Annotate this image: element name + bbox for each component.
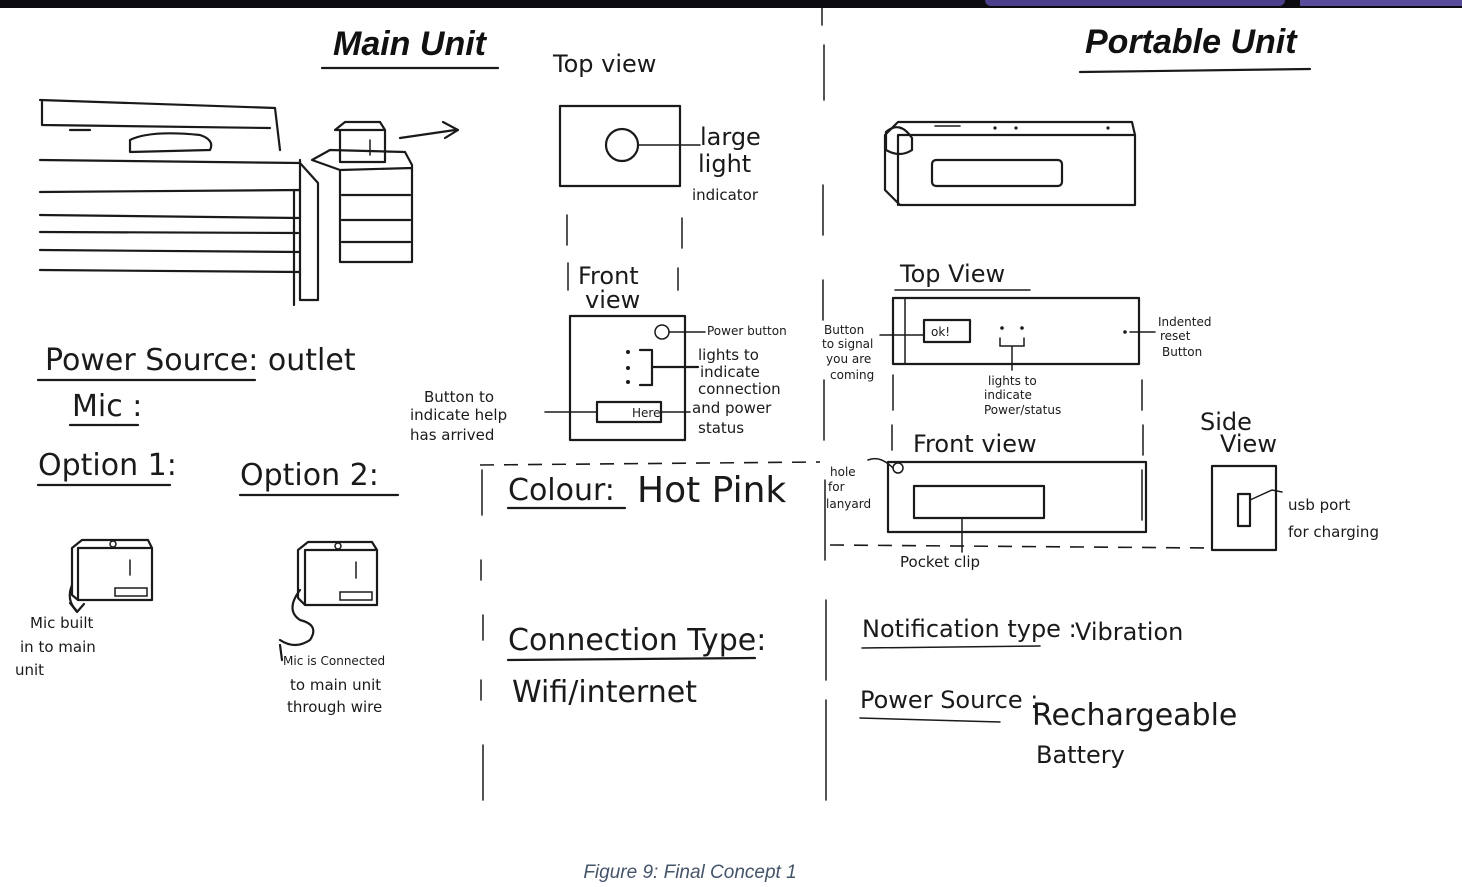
notification-value: Vibration — [1075, 618, 1183, 646]
lights-note-line4: and power — [692, 399, 772, 417]
notification-label: Notification type : — [862, 615, 1077, 643]
status-note-line1: lights to — [988, 374, 1037, 388]
lights-note-line2: indicate — [700, 363, 760, 381]
light-note-line3: indicator — [692, 186, 759, 204]
portable-side-view-box — [1210, 464, 1283, 552]
portable-power-value-line2: Battery — [1036, 741, 1125, 769]
ok-button-text: ok! — [931, 325, 950, 339]
option2-device — [278, 540, 379, 662]
help-note-line2: indicate help — [410, 406, 507, 424]
figure-caption: Figure 9: Final Concept 1 — [583, 862, 797, 883]
top-dark-bar — [0, 0, 1462, 8]
reset-note-line2: reset — [1160, 329, 1191, 343]
reset-note-line3: Button — [1162, 345, 1202, 359]
top-view-label: Top view — [552, 50, 656, 78]
signal-note-line1: Button — [824, 323, 864, 337]
power-source-outlet: Power Source: outlet — [45, 343, 356, 378]
reset-note-line1: Indented — [1158, 315, 1211, 329]
side-view-label-line1: Side — [1200, 408, 1252, 436]
option1-note-line1: Mic built — [30, 614, 93, 632]
usb-note-line2: for charging — [1288, 523, 1379, 541]
power-button-note: Power button — [707, 324, 787, 338]
portable-front-view-box — [867, 457, 1148, 553]
option2-note-line2: to main unit — [290, 676, 381, 694]
side-view-label-line2: View — [1220, 430, 1277, 458]
connection-value: Wifi/internet — [512, 675, 697, 710]
lanyard-note-line1: hole — [830, 465, 856, 479]
front-view-label-line1: Front — [578, 262, 639, 290]
notification-underline — [861, 645, 1041, 649]
portable-front-view-label: Front view — [913, 430, 1037, 458]
front-view-label-line2: view — [585, 286, 640, 314]
portable-top-view-label: Top View — [899, 260, 1005, 288]
signal-note-line4: coming — [830, 368, 874, 382]
portable-power-value-line1: Rechargeable — [1032, 698, 1237, 733]
main-top-view-box — [558, 104, 701, 188]
help-note-line1: Button to — [424, 388, 494, 406]
lanyard-note-line2: for — [828, 480, 845, 494]
option2-label: Option 2: — [240, 458, 379, 493]
signal-note-line2: to signal — [822, 337, 873, 351]
colour-label: Colour: — [508, 473, 615, 508]
signal-note-line3: you are — [826, 352, 871, 366]
option1-note-line2: in to main — [20, 638, 96, 656]
lanyard-note-line3: lanyard — [826, 497, 871, 511]
here-button-text: Here — [632, 406, 660, 420]
light-note-line1: large — [700, 123, 761, 151]
top-accent-bar-right — [1300, 0, 1462, 6]
connection-label: Connection Type: — [508, 623, 766, 658]
usb-note-line1: usb port — [1288, 496, 1350, 514]
option1-note-line3: unit — [15, 661, 44, 679]
option1-device — [68, 538, 154, 614]
main-front-view-box — [544, 314, 706, 442]
mic-label: Mic : — [72, 389, 142, 424]
portable-top-view-box — [879, 296, 1156, 371]
lights-note-line5: status — [698, 419, 744, 437]
top-accent-bar — [985, 0, 1285, 6]
lights-note-line1: lights to — [698, 346, 759, 364]
connection-underline — [506, 656, 757, 662]
divider-lines — [479, 7, 1211, 801]
lights-note-line3: connection — [698, 380, 781, 398]
help-note-line3: has arrived — [410, 426, 494, 444]
portable-unit-underline — [1078, 67, 1312, 74]
portable-power-underline — [859, 717, 1001, 723]
nightstand-sketch — [310, 120, 460, 264]
option2-note-line1: Mic is Connected — [283, 654, 385, 668]
status-note-line2: indicate — [984, 388, 1032, 402]
light-note-line2: light — [698, 150, 751, 178]
portable-3d-sketch — [883, 120, 1137, 207]
portable-unit-title: Portable Unit — [1085, 23, 1298, 61]
option1-label: Option 1: — [38, 448, 177, 483]
main-unit-title: Main Unit — [333, 25, 488, 63]
option2-note-line3: through wire — [287, 698, 382, 716]
colour-value: Hot Pink — [637, 470, 786, 511]
status-note-line3: Power/status — [984, 403, 1061, 417]
portable-power-label: Power Source : — [860, 686, 1038, 714]
bed-sketch — [38, 98, 320, 307]
concept-sketch: Main Unit Portable Unit Power Source: ou… — [15, 7, 1379, 801]
pocket-clip-note: Pocket clip — [900, 553, 980, 571]
